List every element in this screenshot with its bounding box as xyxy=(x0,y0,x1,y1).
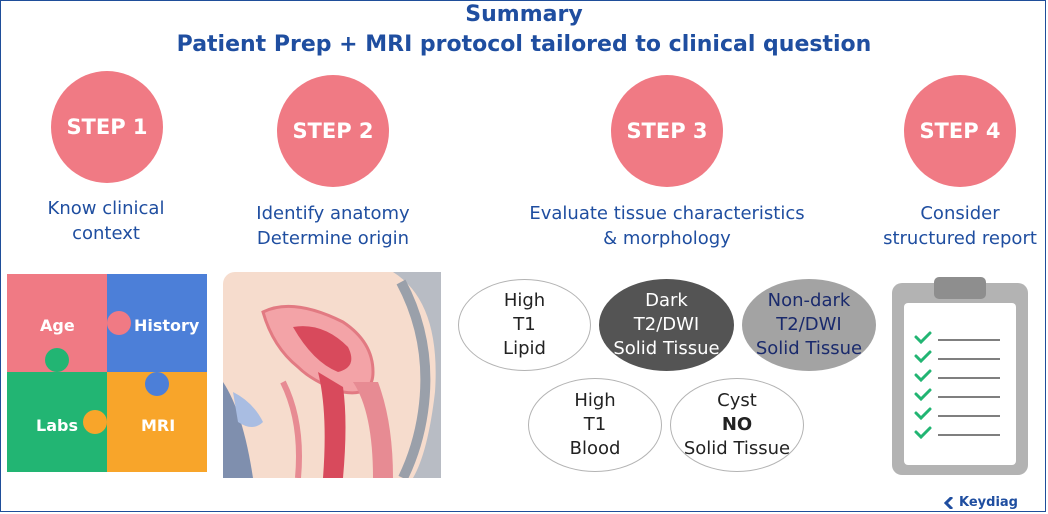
puzzle-label-history: History xyxy=(134,316,200,335)
bubble-text: Solid Tissue xyxy=(613,338,720,359)
bubble-text: Solid Tissue xyxy=(755,338,863,359)
check-icon xyxy=(914,388,932,402)
step-1-desc-line-2: context xyxy=(72,223,140,244)
sacrum-shape xyxy=(393,272,441,478)
check-icon xyxy=(914,369,932,383)
bubble-text: T2/DWI xyxy=(633,314,700,335)
step-1-description: Know clinical context xyxy=(6,196,206,246)
bubble-text: Blood xyxy=(569,438,621,459)
step-4-description: Consider structured report xyxy=(860,201,1048,251)
step-2-description: Identify anatomy Determine origin xyxy=(233,201,433,251)
puzzle-tab xyxy=(83,410,107,434)
step-4-desc-line-1: Consider xyxy=(920,203,1000,224)
step-2-desc-line-1: Identify anatomy xyxy=(256,203,410,224)
puzzle-tab xyxy=(45,348,69,372)
check-icons xyxy=(914,331,932,440)
bubble-high-t1-blood: High T1 Blood xyxy=(528,378,662,472)
rectum-shape xyxy=(353,382,393,478)
bubble-text: Solid Tissue xyxy=(683,438,791,459)
clipboard-paper xyxy=(904,303,1016,465)
pubic-bone-shape xyxy=(223,382,253,478)
step-4-desc-line-2: structured report xyxy=(883,228,1037,249)
step-3-circle: STEP 3 xyxy=(611,75,723,187)
check-icon xyxy=(914,426,932,440)
spine-shape xyxy=(396,279,431,478)
bubble-text-emphasis: NO xyxy=(721,414,753,435)
bubble-high-t1-lipid: High T1 Lipid xyxy=(458,279,591,371)
keydiag-logo-icon xyxy=(944,496,954,509)
checklist-lines xyxy=(938,339,1000,436)
clipboard-clip xyxy=(934,277,986,299)
check-icon xyxy=(914,331,932,345)
bladder-shape xyxy=(233,392,263,427)
step-3-desc-line-2: & morphology xyxy=(603,228,731,249)
bubble-text: High xyxy=(574,390,616,411)
check-icon xyxy=(914,350,932,364)
brand-name: Keydiag xyxy=(959,495,1018,510)
step-1-circle: STEP 1 xyxy=(51,71,163,183)
step-2-circle: STEP 2 xyxy=(277,75,389,187)
step-1-desc-line-1: Know clinical xyxy=(47,198,165,219)
bubble-dark-t2-dwi: Dark T2/DWI Solid Tissue xyxy=(599,279,734,371)
step-4-circle: STEP 4 xyxy=(904,75,1016,187)
bubble-text: Cyst xyxy=(717,390,757,411)
bubble-text: Lipid xyxy=(503,338,546,359)
check-icon xyxy=(914,407,932,421)
bubble-text: T1 xyxy=(583,414,607,435)
bubble-text: T2/DWI xyxy=(776,314,842,335)
bubble-text: T1 xyxy=(513,314,536,335)
step-3-desc-line-1: Evaluate tissue characteristics xyxy=(529,203,805,224)
puzzle-tab xyxy=(145,372,169,396)
bubble-cyst-no-solid-tissue: Cyst NO Solid Tissue xyxy=(670,378,804,472)
bubble-non-dark-t2-dwi: Non-dark T2/DWI Solid Tissue xyxy=(742,279,876,371)
puzzle-label-labs: Labs xyxy=(36,416,78,435)
bubble-text: High xyxy=(503,290,546,311)
pelvic-anatomy-illustration xyxy=(223,272,441,478)
clipboard-icon xyxy=(892,277,1028,475)
puzzle-tab xyxy=(107,311,131,335)
puzzle-label-age: Age xyxy=(40,316,75,335)
bubble-text: Dark xyxy=(645,290,688,311)
brand-logo: Keydiag xyxy=(944,495,1018,510)
step-3-description: Evaluate tissue characteristics & morpho… xyxy=(507,201,827,251)
slide-title: Summary xyxy=(465,2,583,27)
bubble-text: Non-dark xyxy=(767,290,851,311)
endometrium-shape xyxy=(293,326,352,372)
puzzle-label-mri: MRI xyxy=(141,416,176,435)
vagina-shape xyxy=(318,372,346,478)
step-2-desc-line-2: Determine origin xyxy=(256,228,410,249)
urethra-shape xyxy=(280,380,302,478)
slide-subtitle: Patient Prep + MRI protocol tailored to … xyxy=(176,32,872,57)
puzzle-icon xyxy=(7,274,207,472)
